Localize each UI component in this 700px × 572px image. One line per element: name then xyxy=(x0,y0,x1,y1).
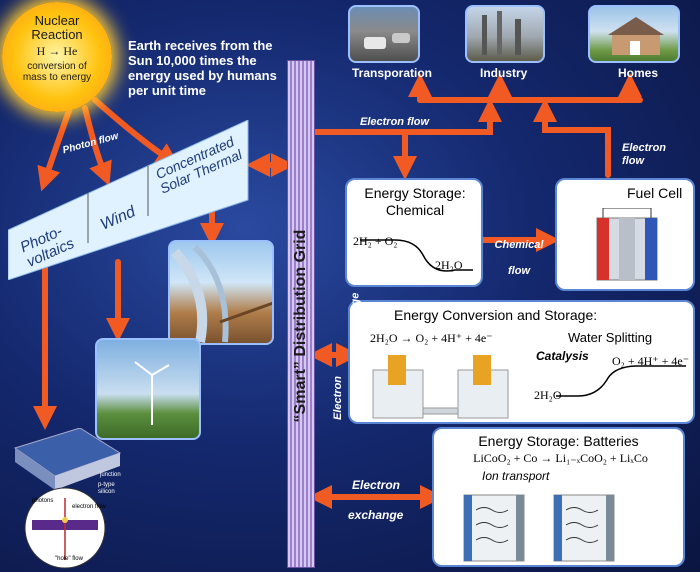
solar-cell-diagram: photons electron flow "hole" flow juncti… xyxy=(10,427,128,570)
exchange-1-electron: Electron xyxy=(332,375,345,421)
water-splitting-label: Water Splitting xyxy=(568,330,653,345)
chemical-reactant: 2H₂ + O₂ xyxy=(353,234,398,248)
conversion-box: Energy Conversion and Storage: 2H₂O → O₂… xyxy=(348,300,695,424)
chemical-storage-box: Energy Storage: Chemical 2H₂ + O₂ 2H₂O xyxy=(345,178,483,287)
photon-arrow-wind xyxy=(82,105,112,187)
grid-label: “Smart” Distribution Grid xyxy=(292,229,309,423)
photon-arrow-pv xyxy=(37,105,73,192)
wind-photo xyxy=(95,338,201,440)
catalysis-label: Catalysis xyxy=(536,349,589,363)
arrow-grid-top xyxy=(312,98,502,135)
chemical-product: 2H₂O xyxy=(435,258,463,272)
sun-text: Nuclear Reaction H → He conversion of ma… xyxy=(12,13,102,84)
conversion-reactant: 2H₂O xyxy=(534,388,562,402)
sun-title: Nuclear Reaction xyxy=(31,13,83,42)
fuel-cell-title: Fuel Cell xyxy=(627,185,683,201)
batteries-equation: LiCoO₂ + Co → Li₁₋ₓCoO₂ + LiₓCo xyxy=(473,451,648,465)
solar-junction-label: junction xyxy=(100,472,121,478)
batteries-title: Energy Storage: Batteries xyxy=(478,433,639,449)
conversion-title: Energy Conversion and Storage: xyxy=(394,307,598,323)
csp-photo xyxy=(168,240,274,345)
industry-photo xyxy=(465,5,545,63)
exchange-1-exchange: exchange xyxy=(349,292,362,344)
sector-transportation: Transporation xyxy=(352,66,433,80)
transportation-photo xyxy=(348,5,420,63)
fuel-cell-image xyxy=(596,208,658,281)
sector-industry: Industry xyxy=(480,66,528,80)
earth-energy-text: Earth receives from the Sun 10,000 times… xyxy=(128,38,277,98)
exchange-2-electron: Electron xyxy=(352,478,401,492)
sun xyxy=(2,2,112,112)
conversion-equation: 2H₂O → O₂ + 4H⁺ + 4e⁻ xyxy=(370,331,493,345)
distribution-grid xyxy=(287,60,315,568)
sun-equation: H → He xyxy=(36,44,78,58)
sector-homes: Homes xyxy=(618,66,659,80)
electron-flow-label-right: Electron flow xyxy=(622,142,667,167)
solar-photons-label: photons xyxy=(32,498,54,504)
fuel-cell-box: Fuel Cell xyxy=(555,178,695,291)
exchange-2-exchange: exchange xyxy=(348,508,404,522)
batteries-box: Energy Storage: Batteries LiCoO₂ + Co → … xyxy=(432,427,685,567)
ion-transport-label: Ion transport xyxy=(482,469,550,483)
electrolysis-image xyxy=(372,355,509,419)
chemical-storage-title: Energy Storage: Chemical xyxy=(364,185,466,218)
sun-subtitle: conversion of mass to energy xyxy=(22,61,92,83)
solar-ptype-label: p-type silicon xyxy=(98,482,115,495)
homes-photo xyxy=(588,5,680,63)
arrow-fuelcell-up xyxy=(533,98,611,178)
photon-arrow-csp xyxy=(92,97,180,167)
solar-hole-flow-label: "hole" flow xyxy=(55,556,83,562)
electron-flow-label-top: Electron flow xyxy=(360,116,430,128)
battery-image xyxy=(463,494,615,562)
chemical-flow-label: Chemical flow xyxy=(494,239,544,277)
conversion-product: O₂ + 4H⁺ + 4e⁻ xyxy=(612,354,690,368)
sources-panel xyxy=(8,120,249,280)
solar-electron-flow-label: electron flow xyxy=(72,504,106,510)
